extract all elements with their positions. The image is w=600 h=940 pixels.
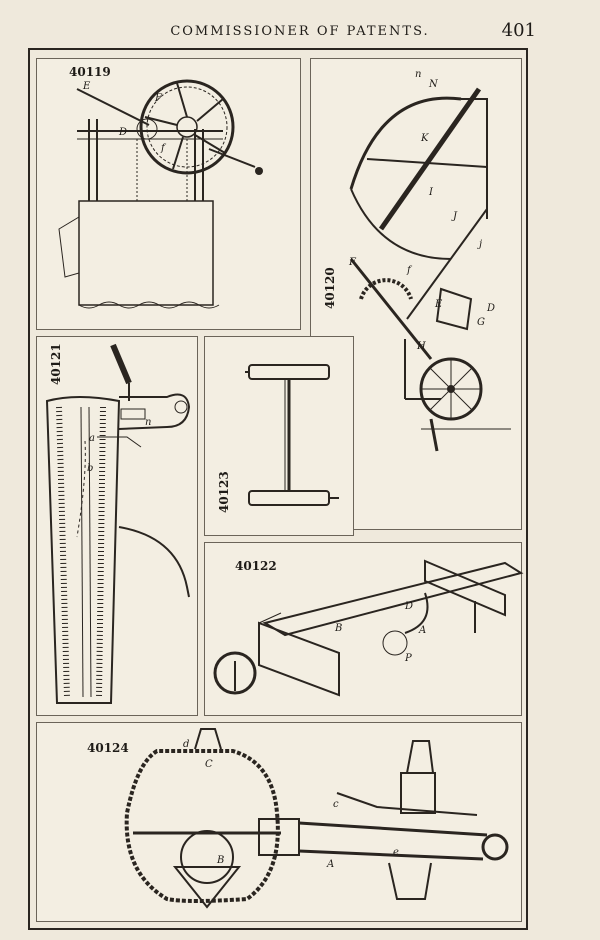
figure-label: E xyxy=(434,299,443,310)
figure-label: A xyxy=(418,625,426,636)
figure-40121: 40121 b a n xyxy=(36,336,198,716)
figure-label: D xyxy=(118,127,127,138)
figure-40123-drawing xyxy=(245,364,339,506)
figure-label: b xyxy=(87,463,93,474)
figure-40121-drawing: b a n xyxy=(45,343,191,704)
figure-40120-drawing: n N K I F f J j H E G D xyxy=(348,69,511,452)
figure-label: f xyxy=(160,143,167,154)
figure-label: J xyxy=(451,211,458,222)
figure-label: A xyxy=(326,859,334,870)
figure-label: D xyxy=(486,303,495,314)
figure-40123: 40123 xyxy=(204,336,354,536)
figure-label: n xyxy=(145,417,151,428)
figure-number: 40119 xyxy=(69,65,111,79)
figure-label: j xyxy=(477,239,482,250)
figure-label: C xyxy=(205,759,213,770)
figure-label: e xyxy=(393,847,399,858)
figure-label: G xyxy=(477,317,485,328)
figure-number: 40122 xyxy=(235,559,277,573)
figure-40119: 40119 E F D f xyxy=(36,58,301,330)
figure-label: F xyxy=(348,257,357,268)
figure-40122-drawing: B D A P xyxy=(213,559,524,697)
figure-label: P xyxy=(404,653,412,664)
figure-number: 40124 xyxy=(87,741,129,755)
figure-label: I xyxy=(428,187,434,198)
figure-40124-drawing: d C B A c e xyxy=(124,728,509,909)
figure-label: d xyxy=(183,739,189,750)
figure-40124: 40124 d C B A c e xyxy=(36,722,522,922)
page-number: 401 xyxy=(501,20,536,41)
figure-40119-drawing: E F D f xyxy=(58,79,263,309)
figure-label: N xyxy=(428,79,439,90)
figure-label: f xyxy=(406,265,413,276)
figure-label: E xyxy=(82,81,91,92)
figure-40122: 40122 B D A P xyxy=(204,542,524,716)
plate-frame: 40119 E F D f 40120 xyxy=(28,48,528,930)
figure-label: D xyxy=(404,601,413,612)
page-header-title: COMMISSIONER OF PATENTS. xyxy=(170,24,430,39)
figure-label: c xyxy=(333,799,339,810)
figure-label: K xyxy=(420,133,429,144)
figure-label: H xyxy=(416,341,426,352)
figure-label: B xyxy=(216,855,224,866)
figure-label: B xyxy=(334,623,342,634)
figure-label: F xyxy=(154,93,163,104)
figure-label: a xyxy=(89,433,95,444)
figure-label: n xyxy=(415,69,421,80)
